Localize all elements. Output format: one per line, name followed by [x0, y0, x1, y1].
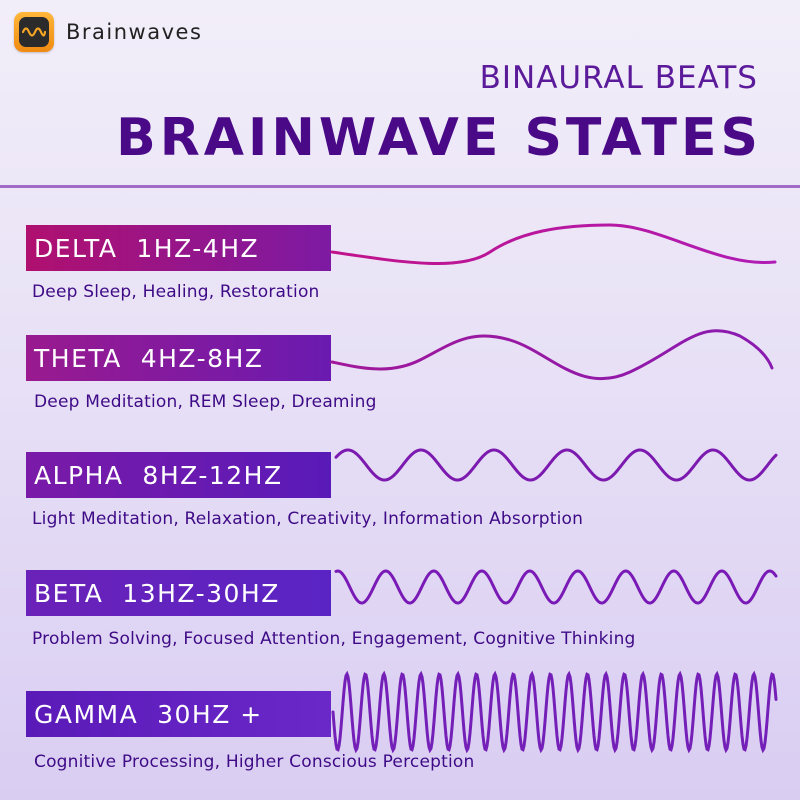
state-description-gamma: Cognitive Processing, Higher Conscious P… — [34, 752, 475, 772]
state-range: 8HZ-12HZ — [142, 460, 283, 490]
state-description-alpha: Light Meditation, Relaxation, Creativity… — [32, 509, 584, 529]
state-description-theta: Deep Meditation, REM Sleep, Dreaming — [34, 392, 377, 412]
state-range: 30HZ + — [157, 699, 263, 729]
alpha-wave — [334, 448, 778, 482]
state-name: GAMMA — [34, 699, 139, 729]
state-description-beta: Problem Solving, Focused Attention, Enga… — [32, 629, 636, 649]
state-name: BETA — [34, 578, 104, 608]
state-name: ALPHA — [34, 460, 124, 490]
theta-wave — [330, 329, 774, 381]
gamma-wave — [331, 670, 778, 754]
app-logo — [14, 12, 54, 52]
brand-name: Brainwaves — [66, 20, 203, 44]
state-description-delta: Deep Sleep, Healing, Restoration — [32, 282, 320, 302]
page-title: BRAINWAVE STATES — [116, 108, 762, 168]
state-range: 13HZ-30HZ — [122, 578, 280, 608]
state-range: 1HZ-4HZ — [136, 233, 260, 263]
brand: Brainwaves — [14, 12, 202, 52]
state-label-theta: THETA 4HZ-8HZ — [26, 335, 331, 381]
page-subtitle: BINAURAL BEATS — [479, 60, 758, 96]
delta-wave — [330, 223, 777, 265]
state-range: 4HZ-8HZ — [140, 343, 264, 373]
state-label-alpha: ALPHA 8HZ-12HZ — [26, 452, 331, 498]
state-name: THETA — [34, 343, 122, 373]
state-label-delta: DELTA 1HZ-4HZ — [26, 225, 331, 271]
state-label-gamma: GAMMA 30HZ + — [26, 691, 331, 737]
beta-wave — [334, 569, 778, 605]
state-name: DELTA — [34, 233, 118, 263]
waveform-icon — [19, 17, 49, 47]
header-divider — [0, 185, 800, 188]
state-label-beta: BETA 13HZ-30HZ — [26, 570, 331, 616]
